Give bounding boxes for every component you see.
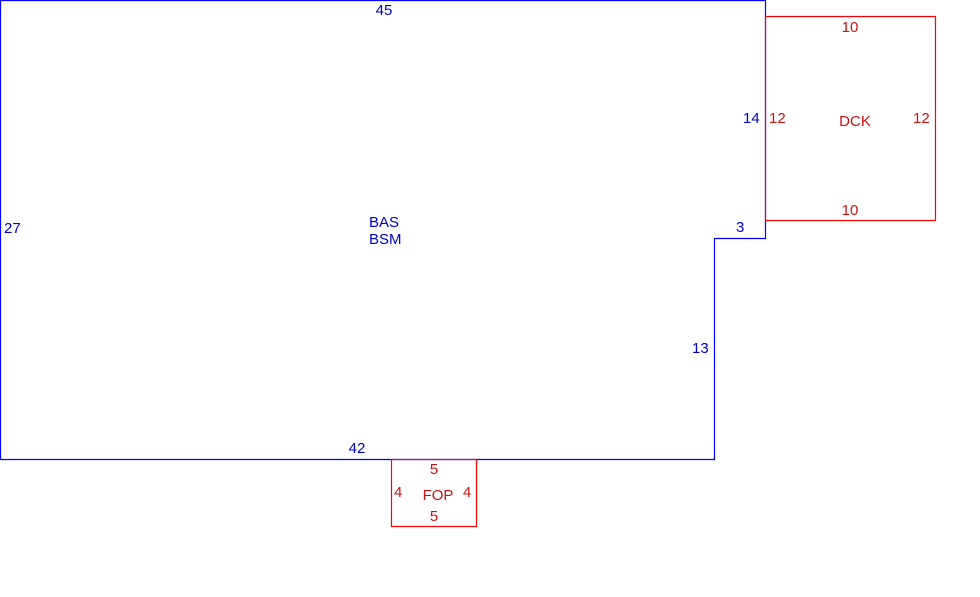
porch-outline — [390, 458, 478, 528]
main-right-upper-dimension: 14 — [743, 110, 760, 127]
main-area-code-bas: BAS — [369, 214, 400, 231]
deck-outline — [764, 15, 937, 222]
main-bottom-dimension: 42 — [348, 440, 366, 457]
deck-left-dimension: 12 — [769, 110, 786, 127]
deck-top-dimension: 10 — [841, 19, 859, 36]
main-top-dimension: 45 — [375, 2, 393, 19]
porch-top-dimension: 5 — [429, 461, 439, 478]
porch-left-dimension: 4 — [394, 484, 403, 501]
main-right-lower-dimension: 13 — [692, 340, 709, 357]
deck-right-dimension: 12 — [913, 110, 930, 127]
porch-code-label: FOP — [422, 487, 454, 504]
main-area-code-bsm: BSM — [369, 231, 402, 248]
main-left-dimension: 27 — [4, 220, 21, 237]
porch-bottom-dimension: 5 — [429, 508, 439, 525]
main-notch-dimension: 3 — [736, 219, 745, 236]
deck-bottom-dimension: 10 — [841, 202, 859, 219]
deck-code-label: DCK — [839, 113, 871, 130]
porch-right-dimension: 4 — [463, 484, 472, 501]
main-area-outline — [0, 0, 767, 461]
